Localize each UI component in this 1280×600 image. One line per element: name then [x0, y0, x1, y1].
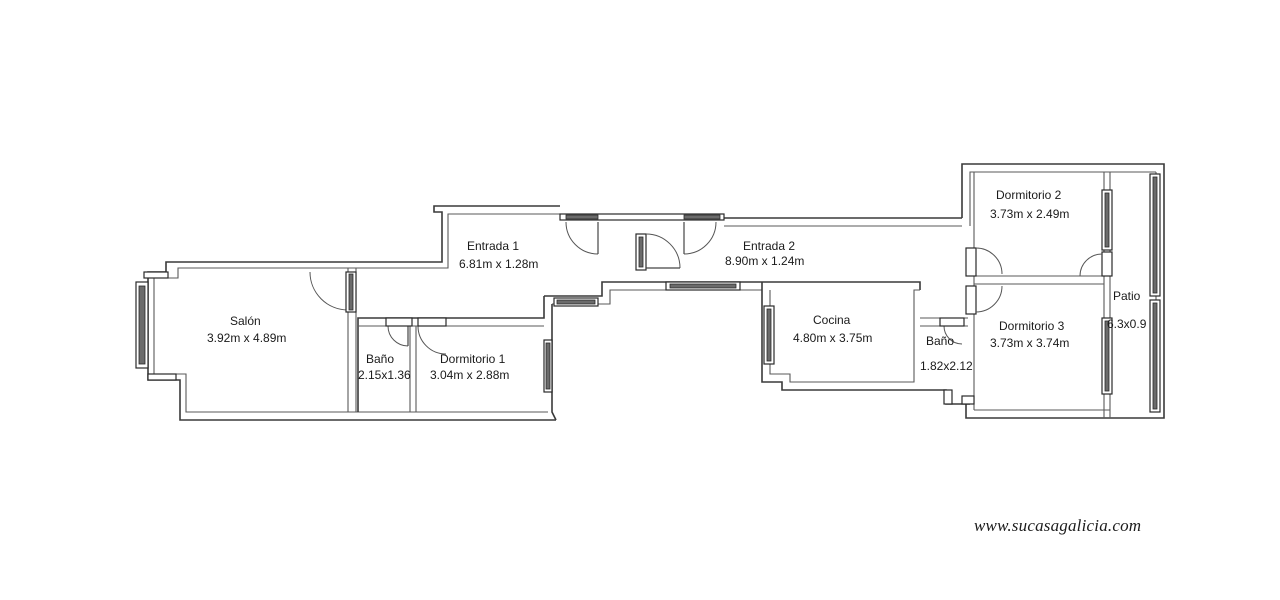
- label-patio-size: 6.3x0.9: [1107, 317, 1147, 331]
- wall-salon-inner: [153, 267, 548, 413]
- window-entrada-top: [559, 213, 725, 221]
- label-salon-size: 3.92m x 4.89m: [207, 331, 286, 345]
- wall-dorm1: [357, 296, 545, 412]
- window-patio-lower: [1149, 299, 1161, 413]
- label-dorm3-size: 3.73m x 3.74m: [990, 336, 1069, 350]
- label-dorm1-name: Dormitorio 1: [440, 352, 506, 366]
- label-dorm3-name: Dormitorio 3: [999, 319, 1065, 333]
- door-corridor: [635, 233, 681, 271]
- window-dorm2: [1101, 189, 1113, 251]
- wall-corridor-bottom: [544, 281, 921, 297]
- label-dorm2-name: Dormitorio 2: [996, 188, 1062, 202]
- wall-right-outer: [961, 163, 1165, 419]
- door-patio: [1079, 251, 1113, 277]
- windows: [135, 173, 1161, 413]
- label-dorm2-size: 3.73m x 2.49m: [990, 207, 1069, 221]
- label-bano1-size: 2.15x1.36: [358, 368, 411, 382]
- doors: [309, 221, 1113, 405]
- wall-entrada1-outer: [354, 205, 560, 263]
- wall-right-inner: [969, 171, 1156, 226]
- room-labels: Salón 3.92m x 4.89m Entrada 1 6.81m x 1.…: [207, 188, 1147, 382]
- door-bano1: [385, 317, 413, 347]
- door-salon: [309, 271, 357, 313]
- window-corridor: [553, 297, 599, 307]
- label-cocina-size: 4.80m x 3.75m: [793, 331, 872, 345]
- label-entrada1-size: 6.81m x 1.28m: [459, 257, 538, 271]
- label-salon-name: Salón: [230, 314, 261, 328]
- walls: [147, 163, 1165, 421]
- door-cocina: [943, 389, 975, 405]
- door-dorm3: [965, 285, 1003, 315]
- label-entrada2-name: Entrada 2: [743, 239, 795, 253]
- door-dorm2: [965, 247, 1003, 277]
- label-entrada1-name: Entrada 1: [467, 239, 519, 253]
- door-dorm1: [417, 317, 447, 355]
- label-bano2-size: 1.82x2.12: [920, 359, 973, 373]
- watermark-url: www.sucasagalicia.com: [974, 516, 1142, 535]
- door-entrada-left: [565, 221, 599, 255]
- label-dorm1-size: 3.04m x 2.88m: [430, 368, 509, 382]
- label-cocina-name: Cocina: [813, 313, 851, 327]
- window-cocina-top: [665, 281, 741, 291]
- window-cocina-left: [763, 305, 775, 365]
- label-patio-name: Patio: [1113, 289, 1141, 303]
- label-bano2-name: Baño: [926, 334, 954, 348]
- label-bano1-name: Baño: [366, 352, 394, 366]
- door-bano2: [939, 317, 965, 345]
- door-entrada-right: [683, 221, 717, 255]
- window-dorm3: [1101, 317, 1113, 395]
- window-patio-upper: [1149, 173, 1161, 297]
- wall-entrada1-inner: [354, 213, 560, 269]
- window-salon: [135, 271, 177, 381]
- label-entrada2-size: 8.90m x 1.24m: [725, 254, 804, 268]
- wall-cocina-inner: [769, 289, 920, 383]
- window-dorm1: [543, 339, 553, 393]
